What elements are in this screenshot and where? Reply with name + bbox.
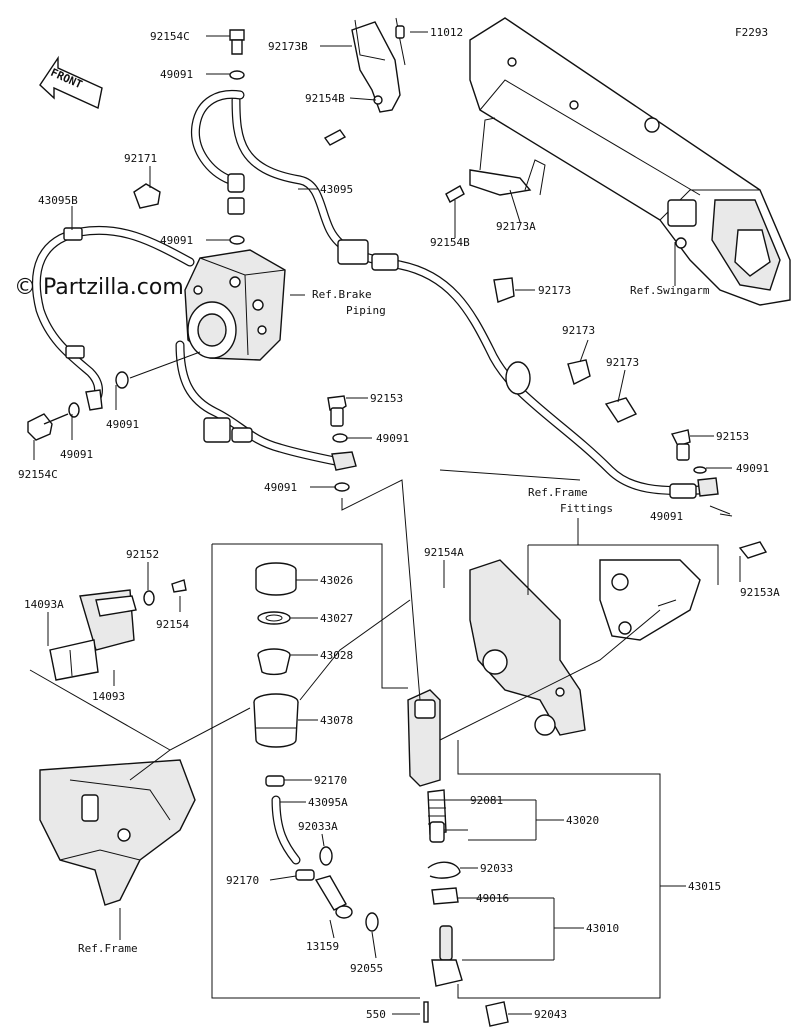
- master-cylinder-drawing: [407, 689, 509, 1027]
- callout-43028: 43028: [320, 649, 353, 662]
- callout-92173b: 92173B: [268, 40, 308, 53]
- callout-43095a: 43095A: [308, 796, 348, 809]
- callout-92153-center: 92153: [370, 392, 403, 405]
- callout-92173-c: 92173: [606, 356, 639, 369]
- callout-43095: 43095: [320, 183, 353, 196]
- callout-49016: 49016: [476, 892, 509, 905]
- callout-92055: 92055: [350, 962, 383, 975]
- callout-49091-right: 49091: [736, 462, 769, 475]
- callout-49091-center: 49091: [376, 432, 409, 445]
- reservoir-group-drawing: [253, 562, 379, 932]
- callout-92153a: 92153A: [740, 586, 780, 599]
- callout-92154b-lower: 92154B: [430, 236, 470, 249]
- callout-92171: 92171: [124, 152, 157, 165]
- leader-lines: [29, 31, 741, 1015]
- callout-92154c-top: 92154C: [150, 30, 190, 43]
- callout-550: 550: [366, 1008, 386, 1021]
- callout-11012: 11012: [430, 26, 463, 39]
- callout-92152: 92152: [126, 548, 159, 561]
- callout-92154c-left: 92154C: [18, 468, 58, 481]
- figure-code: F2293: [735, 26, 768, 39]
- brake-hose-43095b-drawing: [31, 225, 195, 405]
- callout-92153-right: 92153: [716, 430, 749, 443]
- callout-92033a: 92033A: [298, 820, 338, 833]
- callout-14093: 14093: [92, 690, 125, 703]
- callout-fittings: Fittings: [560, 502, 613, 515]
- callout-49091-left: 49091: [106, 418, 139, 431]
- callout-ref-swingarm: Ref.Swingarm: [630, 284, 710, 297]
- banjo-bolts-drawing: [327, 395, 731, 515]
- callout-43020: 43020: [566, 814, 599, 827]
- callout-43078: 43078: [320, 714, 353, 727]
- callout-ref-brake: Ref.Brake: [312, 288, 372, 301]
- callout-92081: 92081: [470, 794, 503, 807]
- abs-unit-drawing: [184, 249, 286, 361]
- callout-43027: 43027: [320, 612, 353, 625]
- front-arrow-icon: [39, 55, 103, 110]
- callout-43026: 43026: [320, 574, 353, 587]
- callout-92170-lower: 92170: [226, 874, 259, 887]
- bracket-92173a-drawing: [445, 117, 546, 203]
- callout-92170-upper: 92170: [314, 774, 347, 787]
- callout-49091-top: 49091: [160, 68, 193, 81]
- clips-92173-drawing: [493, 277, 638, 423]
- callout-ref-frame: Ref.Frame: [78, 942, 138, 955]
- callout-piping: Piping: [346, 304, 386, 317]
- bracket-92173b-drawing: [323, 17, 406, 146]
- callout-13159: 13159: [306, 940, 339, 953]
- callout-92033: 92033: [480, 862, 513, 875]
- callout-92154: 92154: [156, 618, 189, 631]
- callout-92043: 92043: [534, 1008, 567, 1021]
- upper-hose-loop-drawing: [190, 89, 245, 215]
- callout-ref-frame-fittings: Ref.Frame: [528, 486, 588, 499]
- callout-92173-a: 92173: [538, 284, 571, 297]
- abs-lower-pipe-drawing: [175, 340, 345, 467]
- hardware-upper-left-drawing: [27, 29, 245, 441]
- callout-43015: 43015: [688, 880, 721, 893]
- swingarm-drawing: [469, 17, 791, 306]
- callout-92154a: 92154A: [424, 546, 464, 559]
- callout-49091-lower-center: 49091: [264, 481, 297, 494]
- callout-49091-lower-right: 49091: [650, 510, 683, 523]
- callout-92154b-upper: 92154B: [305, 92, 345, 105]
- callout-14093a: 14093A: [24, 598, 64, 611]
- frame-inset-drawing: [39, 759, 196, 906]
- callout-43095b: 43095B: [38, 194, 78, 207]
- frame-fittings-drawing: [469, 541, 768, 736]
- callout-92173-b: 92173: [562, 324, 595, 337]
- callout-49091-lower-left: 49091: [60, 448, 93, 461]
- callout-92173a: 92173A: [496, 220, 536, 233]
- watermark: © Partzilla.com: [14, 275, 184, 300]
- brake-hose-43095-drawing: [231, 95, 705, 499]
- callout-43010: 43010: [586, 922, 619, 935]
- callout-49091-abs: 49091: [160, 234, 193, 247]
- bracket-14093-drawing: [49, 579, 187, 681]
